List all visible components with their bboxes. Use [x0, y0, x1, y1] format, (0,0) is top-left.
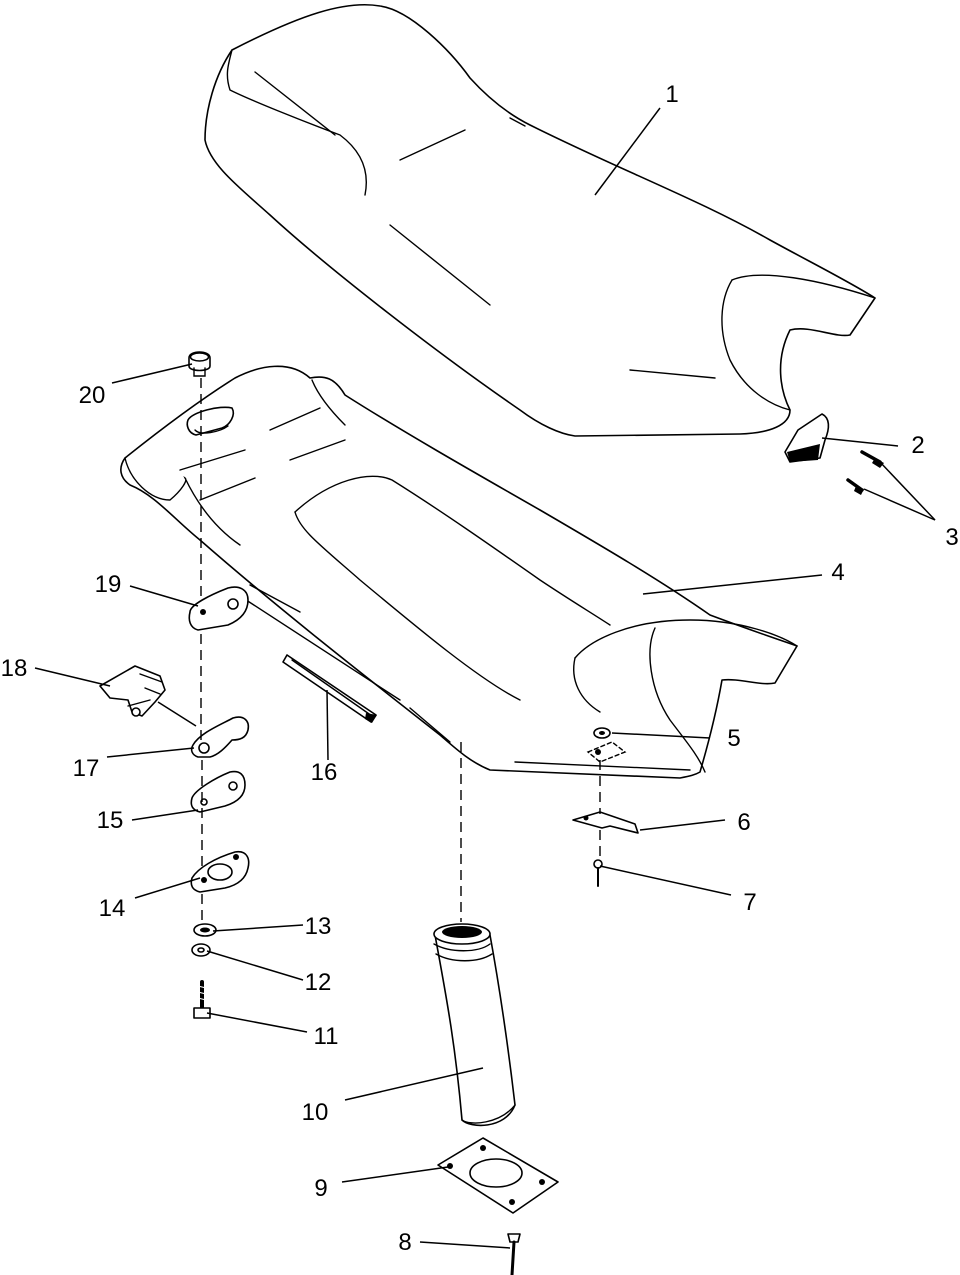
grommet: [188, 351, 211, 377]
rivet: [593, 859, 603, 887]
callout-2: 2: [911, 432, 924, 459]
latch-plate-middle: [190, 770, 246, 813]
callout-7: 7: [743, 889, 756, 916]
callout-5: 5: [727, 725, 740, 752]
callout-15: 15: [97, 807, 124, 834]
duct-mounting-plate: [437, 1137, 559, 1214]
alignment-lines: [157, 378, 601, 924]
latch-bracket: [99, 665, 166, 717]
callout-16: 16: [311, 759, 338, 786]
screw-upper: [860, 450, 884, 468]
latch-housing: [190, 850, 250, 893]
callout-12: 12: [305, 969, 332, 996]
weatherstrip: [282, 654, 377, 723]
callout-10: 10: [302, 1099, 329, 1126]
plate-screw: [507, 1233, 521, 1275]
latch-mount-striker: [586, 727, 627, 763]
seat-cushion: [204, 3, 876, 437]
lock-washer: [191, 943, 211, 957]
latch-hook: [190, 716, 250, 758]
trim-clip: [784, 413, 830, 463]
callout-14: 14: [99, 895, 126, 922]
bolt: [193, 980, 211, 1019]
callout-19: 19: [95, 571, 122, 598]
callout-8: 8: [398, 1229, 411, 1256]
callout-1: 1: [665, 81, 678, 108]
intake-duct: [433, 923, 516, 1127]
callout-18: 18: [1, 655, 28, 682]
callout-9: 9: [314, 1175, 327, 1202]
latch-plate-upper: [188, 586, 249, 631]
washer: [193, 923, 217, 937]
callout-20: 20: [79, 382, 106, 409]
leader-lines: [34, 107, 936, 1249]
callout-13: 13: [305, 913, 332, 940]
callout-3: 3: [945, 524, 958, 551]
callout-4: 4: [831, 559, 844, 586]
callout-11: 11: [314, 1023, 339, 1050]
screw-lower: [846, 478, 864, 495]
callout-17: 17: [73, 755, 100, 782]
catch-bracket: [572, 811, 639, 834]
callout-labels: 1 2 3 4 5 6 7 8 9 10 11 12 13 14 15 16 1…: [1, 81, 959, 1256]
callout-6: 6: [737, 809, 750, 836]
seat-base: [120, 365, 798, 779]
